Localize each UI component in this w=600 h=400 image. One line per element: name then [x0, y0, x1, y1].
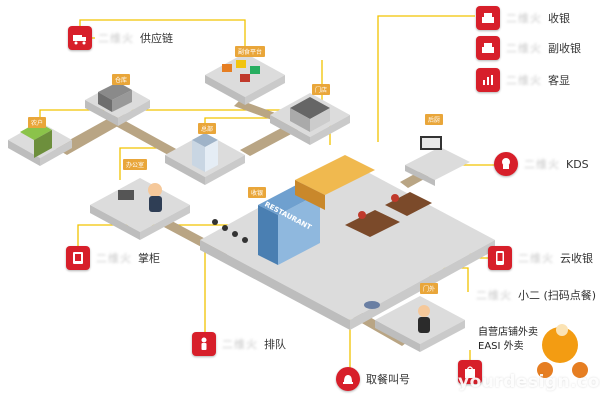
- label-cashier: 二维火收银: [476, 6, 570, 30]
- label-text: KDS: [566, 157, 589, 171]
- label-text: 收银: [548, 12, 570, 25]
- register-icon: [476, 6, 500, 30]
- label-text: 小二 (扫码点餐): [518, 289, 597, 302]
- label-text: 副收银: [548, 42, 581, 55]
- takeout-self: 自营店铺外卖: [478, 327, 538, 338]
- sign-store: 门店: [312, 84, 331, 95]
- sign-kitchen: 后厨: [425, 114, 444, 125]
- brand-blur: 二维火: [506, 12, 542, 25]
- takeout-easi: EASI 外卖: [478, 341, 524, 352]
- label-kds: 二维火 KDS: [494, 152, 589, 176]
- sign-farm: 农户: [28, 117, 47, 128]
- brand-blur: 二维火: [506, 74, 542, 87]
- label-customer-display: 二维火客显: [476, 68, 570, 92]
- chef-hat-icon: [494, 152, 518, 176]
- sign-hq: 总部: [198, 123, 217, 134]
- warehouse-building: [85, 82, 150, 126]
- brand-blur: 二维火: [524, 158, 560, 171]
- label-queue: 二维火排队: [192, 332, 286, 356]
- display-chart-icon: [476, 68, 500, 92]
- sign-market: 副食平台: [235, 46, 266, 57]
- hq-building: [165, 133, 245, 185]
- brand-blur: 二维火: [476, 289, 512, 302]
- label-text: 掌柜: [138, 252, 160, 265]
- label-cloud-cashier: 二维火云收银: [488, 246, 593, 270]
- label-manager: 二维火掌柜: [66, 246, 160, 270]
- label-text: 客显: [548, 74, 570, 87]
- brand-blur: 二维火: [98, 32, 134, 45]
- kds-screen: [405, 136, 470, 186]
- label-text: 排队: [264, 338, 286, 351]
- store-building: [270, 93, 350, 145]
- brand-blur: 二维火: [96, 252, 132, 265]
- sign-office: 办公室: [123, 159, 148, 170]
- label-text: 供应链: [140, 32, 173, 45]
- restaurant-platform: [200, 155, 495, 330]
- outside-platform: [364, 296, 465, 352]
- label-text: 云收银: [560, 252, 593, 265]
- farm-building: [8, 122, 72, 166]
- sign-warehouse: 仓库: [112, 74, 131, 85]
- office-platform: [90, 178, 190, 240]
- label-sub-cashier: 二维火副收银: [476, 36, 581, 60]
- tablet-icon: [66, 246, 90, 270]
- brand-blur: 二维火: [518, 252, 554, 265]
- market-building: [205, 53, 285, 105]
- bell-icon: [336, 367, 360, 391]
- watermark: yourdesign.com: [458, 372, 600, 392]
- truck-icon: [68, 26, 92, 50]
- brand-blur: 二维火: [506, 42, 542, 55]
- takeout-bag-icon: [458, 360, 482, 384]
- sign-outside: 门外: [420, 283, 439, 294]
- label-call-number: 取餐叫号: [336, 367, 410, 391]
- line-cashier: [377, 15, 475, 142]
- brand-blur: 二维火: [222, 338, 258, 351]
- label-text: 取餐叫号: [366, 373, 410, 386]
- label-supply-chain: 二维火供应链: [68, 26, 173, 50]
- queue-person-icon: [192, 332, 216, 356]
- line-office: [119, 147, 160, 180]
- phone-icon: [488, 246, 512, 270]
- delivery-scooter: [537, 324, 588, 378]
- register-icon: [476, 36, 500, 60]
- sign-cashier-desk: 收银: [248, 187, 267, 198]
- label-xiaoer: 二维火小二 (扫码点餐): [476, 287, 596, 303]
- label-takeout-badge: [458, 360, 482, 384]
